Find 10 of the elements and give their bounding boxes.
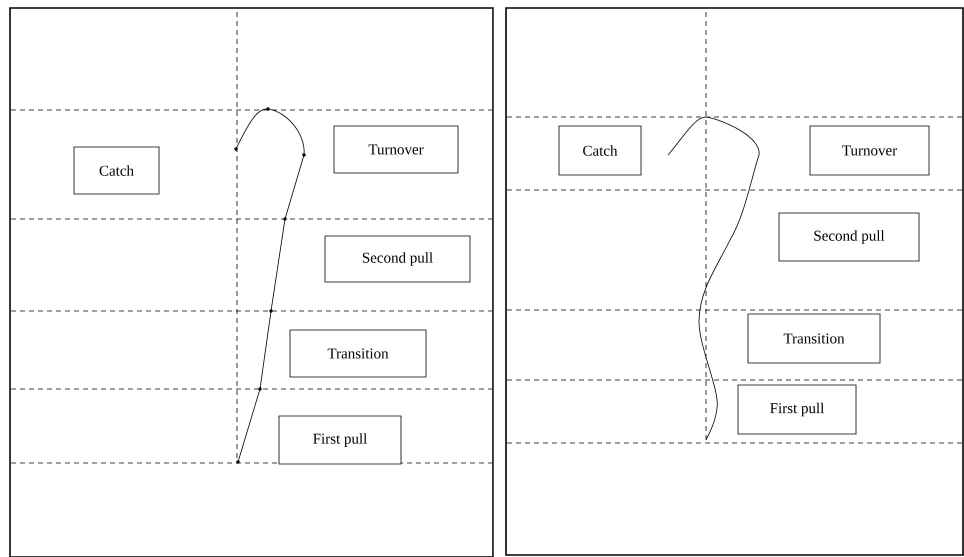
phase-label-box: Catch <box>74 146 160 194</box>
phase-label-box: Second pull <box>778 212 920 262</box>
phase-label-box: First pull <box>278 416 402 464</box>
phase-label-box: First pull <box>738 384 856 434</box>
phase-label-box: Second pull <box>324 236 470 282</box>
phase-label-box: Transition <box>290 330 426 378</box>
phase-label-box: Transition <box>748 314 880 364</box>
phase-label-box: Catch <box>558 126 642 176</box>
phase-label-box: Turnover <box>334 126 458 174</box>
phase-label-box: Turnover <box>810 126 930 176</box>
